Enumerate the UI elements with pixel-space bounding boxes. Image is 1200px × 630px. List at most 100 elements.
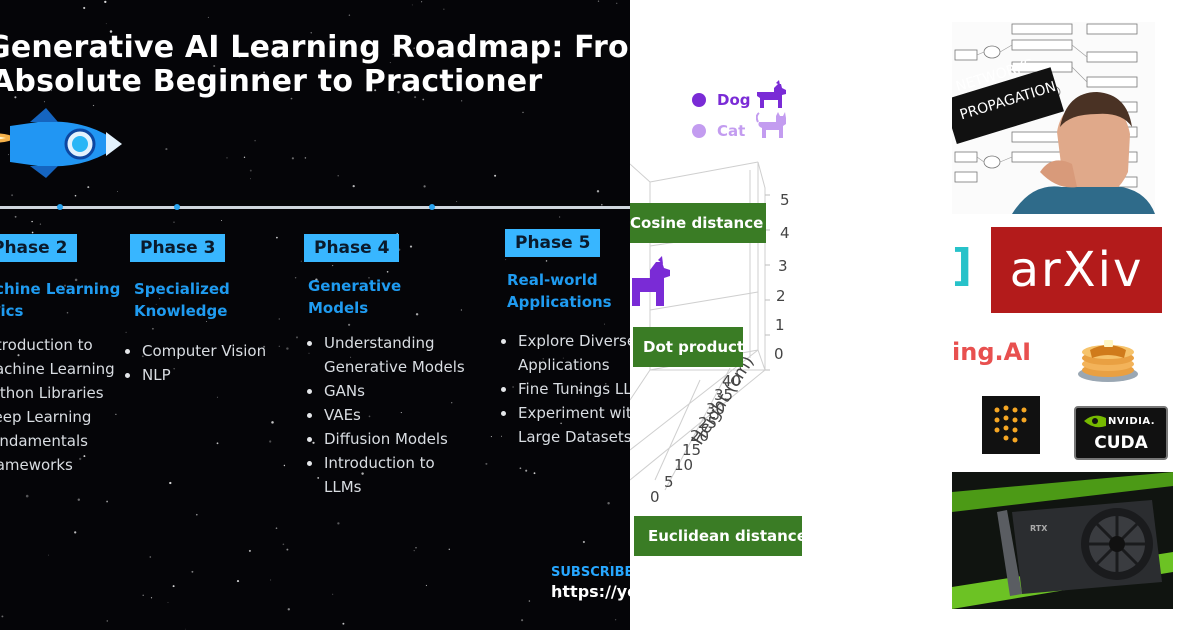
star bbox=[31, 231, 34, 234]
star bbox=[448, 548, 451, 551]
star bbox=[512, 386, 514, 388]
dot-grid-logo bbox=[982, 396, 1040, 454]
star bbox=[368, 277, 370, 279]
star bbox=[11, 194, 14, 197]
star bbox=[83, 455, 86, 458]
deeplearning-ai-logo[interactable]: ing.AI bbox=[952, 338, 1032, 366]
star bbox=[106, 620, 109, 622]
y-tick: 5 bbox=[664, 473, 674, 491]
resources-panel: NETWORKS PROPAGATION ] arXiv ing.AI bbox=[952, 0, 1200, 630]
star bbox=[368, 415, 371, 418]
star bbox=[317, 476, 320, 479]
list-item: LLMs bbox=[324, 478, 362, 496]
star bbox=[337, 522, 340, 525]
bracket-logo: ] bbox=[952, 240, 973, 291]
star bbox=[39, 223, 42, 225]
phase-4-title-line-2: Models bbox=[308, 299, 369, 317]
star bbox=[31, 220, 33, 223]
star bbox=[396, 232, 398, 235]
arxiv-logo[interactable]: arXiv bbox=[991, 227, 1162, 313]
star bbox=[79, 457, 82, 461]
star bbox=[74, 194, 77, 197]
star bbox=[545, 260, 548, 262]
list-item: GANs bbox=[307, 379, 465, 403]
star bbox=[14, 215, 17, 218]
y-tick: 20 bbox=[690, 427, 710, 445]
star bbox=[461, 100, 463, 102]
star bbox=[294, 276, 297, 279]
legend-dog-label: Dog bbox=[717, 91, 751, 109]
dot-product-label: Dot product bbox=[633, 327, 744, 367]
star bbox=[74, 278, 78, 282]
euclidean-distance-label: Euclidean distance bbox=[634, 516, 807, 556]
star bbox=[270, 579, 272, 581]
phase-3-badge: Phase 3 bbox=[130, 234, 226, 262]
phase-2-title-line-2: Basics bbox=[0, 302, 24, 320]
star bbox=[206, 321, 207, 322]
star bbox=[238, 56, 241, 58]
star bbox=[184, 77, 186, 79]
list-item: Python Libraries bbox=[0, 381, 115, 405]
star bbox=[582, 540, 585, 544]
star bbox=[542, 358, 544, 360]
timeline-dot bbox=[429, 204, 435, 210]
dog-icon bbox=[632, 256, 670, 306]
timeline-dot bbox=[174, 204, 180, 210]
list-item: Fine Tunings LLMs bbox=[500, 377, 630, 401]
star bbox=[560, 422, 562, 425]
star bbox=[519, 467, 522, 470]
channel-url[interactable]: https://yo bbox=[551, 582, 630, 601]
phase-3-title-line-1: Specialized bbox=[134, 280, 230, 298]
star bbox=[216, 442, 219, 445]
star bbox=[558, 216, 561, 218]
star bbox=[605, 383, 607, 385]
y-tick: 35 bbox=[714, 386, 734, 404]
list-item: Understanding bbox=[307, 331, 465, 355]
star bbox=[1, 615, 4, 618]
list-item: Diffusion Models bbox=[307, 427, 465, 451]
star bbox=[271, 421, 274, 424]
star bbox=[191, 570, 194, 573]
star bbox=[601, 203, 603, 206]
legend-dog-marker bbox=[692, 93, 706, 107]
star bbox=[116, 191, 118, 192]
star bbox=[609, 562, 611, 564]
arxiv-logo-text: arXiv bbox=[1009, 242, 1144, 298]
phase-2-badge: Phase 2 bbox=[0, 234, 78, 262]
star bbox=[150, 597, 153, 599]
star bbox=[50, 90, 53, 92]
star bbox=[286, 548, 289, 551]
star bbox=[597, 0, 600, 2]
star bbox=[389, 62, 391, 64]
star bbox=[348, 14, 351, 16]
star bbox=[607, 501, 610, 505]
pancakes-icon bbox=[1078, 340, 1138, 382]
timeline-dot bbox=[57, 204, 63, 210]
list-item: Applications bbox=[518, 356, 610, 374]
star bbox=[17, 354, 20, 357]
star bbox=[451, 402, 453, 404]
star bbox=[104, 0, 107, 4]
star bbox=[413, 550, 415, 552]
list-item: Frameworks bbox=[0, 453, 115, 477]
cat-icon bbox=[756, 112, 786, 138]
star bbox=[501, 435, 502, 437]
star bbox=[415, 547, 417, 549]
phase-5-list: Explore Diverse Applications Fine Tuning… bbox=[500, 329, 630, 449]
star bbox=[422, 98, 425, 101]
star bbox=[350, 356, 352, 358]
star bbox=[226, 157, 228, 159]
star bbox=[115, 413, 117, 415]
star bbox=[361, 472, 364, 475]
cosine-distance-label: Cosine distance bbox=[630, 203, 766, 243]
star bbox=[172, 585, 175, 588]
nvidia-cuda-logo[interactable]: NVIDIA. CUDA bbox=[1074, 406, 1168, 460]
star bbox=[460, 309, 463, 311]
star bbox=[278, 345, 280, 347]
star bbox=[315, 278, 318, 281]
star bbox=[276, 236, 278, 239]
computation-graph-illustration bbox=[952, 23, 1155, 214]
y-tick: 40 bbox=[722, 372, 742, 390]
star bbox=[291, 157, 294, 160]
star bbox=[522, 111, 524, 114]
